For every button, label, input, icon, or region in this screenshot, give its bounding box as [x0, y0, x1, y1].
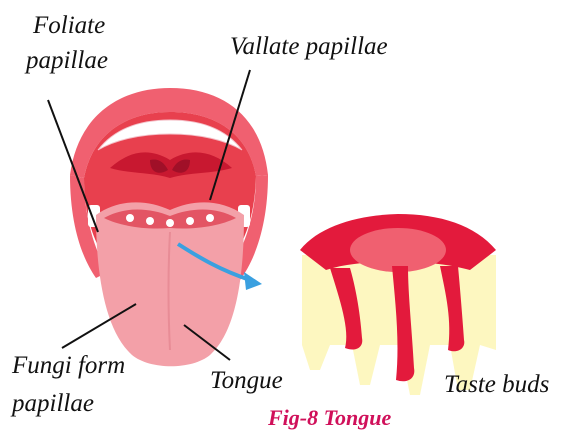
label-fungi-line2: papillae	[12, 390, 94, 418]
figure-caption: Fig-8 Tongue	[268, 405, 391, 431]
vallate-dot	[166, 219, 174, 227]
label-vallate: Vallate papillae	[230, 33, 388, 61]
vallate-dot	[126, 214, 134, 222]
vallate-dot	[206, 214, 214, 222]
label-foliate-line1: Foliate	[33, 12, 105, 40]
pointer-arrow-head	[244, 272, 262, 290]
vallate-dot	[146, 217, 154, 225]
label-foliate-line2: papillae	[26, 47, 108, 75]
label-tongue: Tongue	[210, 367, 283, 395]
label-fungi-line1: Fungi form	[12, 352, 125, 380]
bud-dome	[350, 228, 446, 272]
taste-bud-illustration	[300, 214, 496, 395]
vallate-dot	[186, 217, 194, 225]
label-taste-buds: Taste buds	[444, 371, 549, 399]
